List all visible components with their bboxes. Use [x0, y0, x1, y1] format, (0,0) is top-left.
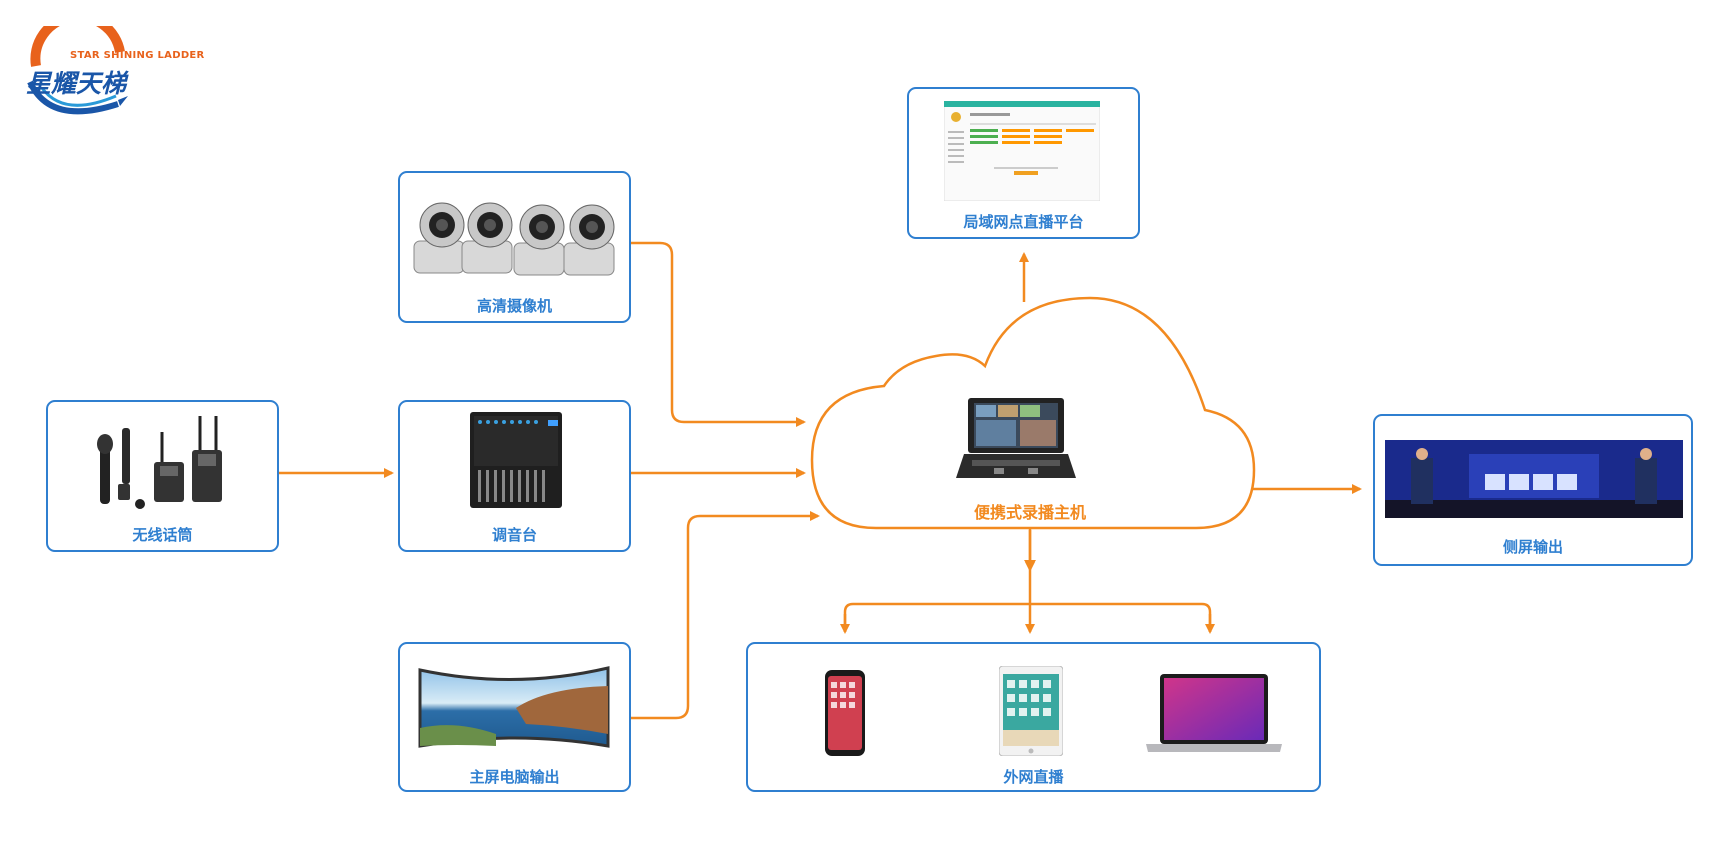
- node-camera: 高清摄像机: [398, 171, 631, 323]
- side-screen-label: 侧屏输出: [1502, 538, 1563, 556]
- node-side-screen: 侧屏输出: [1373, 414, 1693, 566]
- external-live-label: 外网直播: [1003, 768, 1064, 786]
- arrow-screen-to-host: [628, 511, 820, 720]
- node-mic: 无线话筒: [46, 400, 279, 552]
- branch-horizontal: [843, 602, 1212, 632]
- arrow-camera-to-host: [628, 241, 806, 427]
- node-external-live: 外网直播: [746, 642, 1321, 792]
- node-lan-platform: 局域网点直播平台: [907, 87, 1140, 239]
- curved-screen-image: [418, 666, 610, 748]
- web-platform-screenshot: [944, 101, 1100, 201]
- phone-icon: [825, 670, 865, 756]
- lan-platform-label: 局域网点直播平台: [963, 213, 1084, 231]
- portable-host-device: [956, 398, 1076, 478]
- camera-label: 高清摄像机: [476, 297, 552, 315]
- mic-label: 无线话筒: [132, 526, 193, 544]
- logo-english: STAR SHINING LADDER: [70, 50, 205, 61]
- logo-chinese: 星耀天梯: [26, 69, 127, 98]
- node-main-screen: 主屏电脑输出: [398, 642, 631, 792]
- tablet-icon: [999, 666, 1063, 756]
- logo-mark: [27, 26, 128, 115]
- node-mixer: 调音台: [398, 400, 631, 552]
- mixer-label: 调音台: [491, 526, 537, 544]
- stage-photo: [1385, 440, 1683, 518]
- laptop-icon: [1146, 674, 1282, 752]
- host-label: 便携式录播主机: [973, 503, 1086, 522]
- mixer-image: [470, 412, 562, 508]
- main-screen-label: 主屏电脑输出: [469, 768, 560, 786]
- mic-image: [97, 416, 222, 509]
- camera-image: [413, 202, 615, 276]
